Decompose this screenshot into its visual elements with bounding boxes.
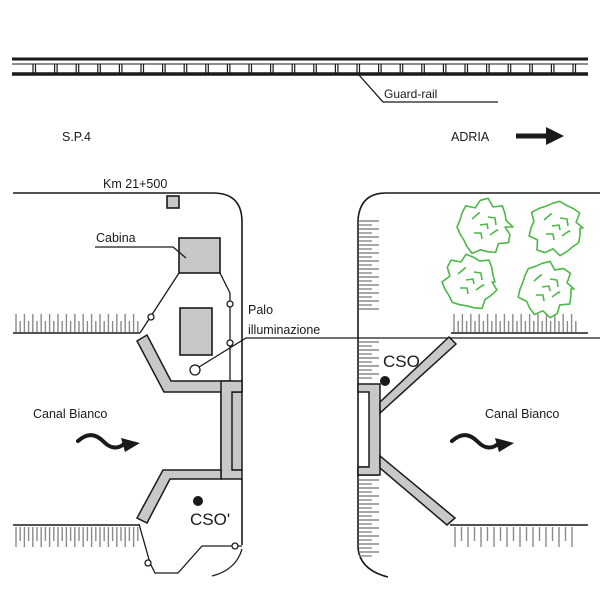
tree-icon [517, 260, 575, 319]
trees-group [441, 197, 584, 319]
tree-canopy [517, 260, 575, 319]
tree-detail [543, 213, 552, 221]
hatch-right-lower [359, 479, 379, 557]
tree-detail [473, 271, 483, 281]
palo-label-line1: Palo [248, 303, 273, 317]
fence-post [226, 339, 234, 347]
cabina-building [178, 237, 221, 274]
cso-right-label: CSO [383, 352, 420, 371]
equipment-box [179, 307, 213, 356]
road-name-label: S.P.4 [62, 130, 91, 144]
wave-arrow-icon [76, 433, 140, 452]
tree-icon [528, 200, 584, 257]
wall-right-vertical [357, 383, 381, 476]
road-curve-lower-left [211, 548, 243, 577]
tree-detail [460, 287, 469, 295]
guard-rail-leader-line [358, 74, 498, 103]
outfall-point-cso-right [380, 376, 390, 386]
tree-detail [541, 285, 551, 292]
km-marker-post [166, 195, 180, 209]
tree-detail [474, 232, 483, 240]
tree-detail [471, 212, 480, 220]
tree-canopy [528, 200, 584, 257]
km-marker-label: Km 21+500 [103, 177, 167, 191]
tree-detail [457, 267, 466, 275]
tree-icon [441, 253, 498, 310]
fence-lower [138, 523, 242, 574]
fence-post [226, 300, 234, 308]
grass-ticks-left-lower [15, 527, 139, 547]
tree-detail [551, 291, 561, 298]
road-edge-left [13, 192, 243, 392]
canal-label-left: Canal Bianco [33, 407, 107, 421]
hatch-right-upper [359, 220, 379, 379]
outfall-point-cso-left [193, 496, 203, 506]
tree-detail [536, 294, 545, 302]
tree-detail [533, 274, 542, 282]
tree-detail [551, 224, 561, 231]
grass-ticks-right-upper [453, 314, 577, 332]
wall-right-lower [379, 454, 457, 526]
tree-detail [465, 278, 475, 285]
cabina-leader-line [95, 246, 187, 259]
tree-detail [479, 223, 489, 230]
tree-canopy [456, 197, 514, 255]
fence-post [147, 313, 155, 321]
wave-arrow-icon [450, 433, 514, 452]
grass-ticks-right-lower [454, 527, 573, 547]
fence-upper-left [139, 272, 180, 334]
cso-left-label: CSO' [190, 510, 230, 529]
tree-detail [546, 233, 555, 241]
canal-label-right: Canal Bianco [485, 407, 559, 421]
guard-rail-posts [32, 64, 577, 73]
palo-label-line2: illuminazione [248, 323, 320, 337]
road-edge-right [357, 192, 600, 578]
wall-right-upper [379, 335, 458, 415]
tree-detail [475, 284, 485, 291]
grass-ticks-left-upper [15, 314, 139, 332]
light-pole-leader-line [198, 337, 600, 368]
tree-detail [489, 229, 499, 236]
fence-upper-right [219, 272, 231, 392]
wall-left-lower [135, 469, 222, 525]
arrow-right-icon [516, 127, 564, 145]
tree-detail [559, 217, 569, 227]
fence-post [231, 542, 239, 550]
guard-rail [12, 57, 588, 76]
tree-detail [487, 216, 497, 226]
tree-canopy [441, 253, 498, 310]
tree-detail [549, 278, 559, 288]
tree-detail [561, 230, 571, 237]
direction-label: ADRIA [451, 130, 490, 144]
fence-post [144, 559, 152, 567]
wall-left-connector [220, 380, 243, 480]
tree-icon [456, 197, 514, 255]
cabina-label: Cabina [96, 231, 136, 245]
guard-rail-label: Guard-rail [384, 87, 437, 101]
light-pole [189, 364, 201, 376]
